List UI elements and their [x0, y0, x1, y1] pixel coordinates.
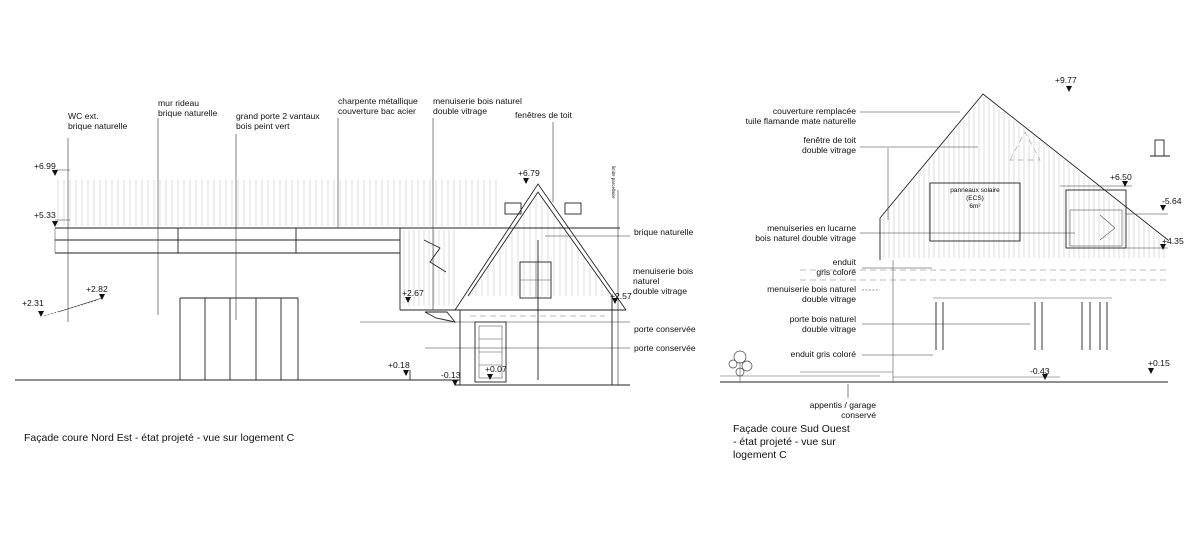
level-435: +4.35 — [1162, 236, 1184, 246]
level-699: +6.99 — [34, 161, 56, 171]
level-007: +0.07 — [485, 364, 507, 374]
level-267: +2.67 — [402, 288, 424, 298]
level-564: -5.64 — [1162, 196, 1182, 206]
level-257: +2.57 — [610, 291, 632, 301]
label-fenetres-toit: fenêtres de toit — [515, 110, 572, 120]
level-650: +6.50 — [1110, 172, 1132, 182]
level-977: +9.77 — [1055, 75, 1077, 85]
level-282: +2.82 — [86, 284, 108, 294]
level-m043: -0.43 — [1030, 366, 1050, 376]
label-porte-1: porte conservée — [634, 324, 696, 334]
level-231: +2.31 — [22, 298, 44, 308]
label-enduit-2: enduit gris coloré — [791, 349, 857, 359]
level-533: +5.33 — [34, 210, 56, 220]
label-brique: brique naturelle — [634, 227, 693, 237]
left-gable-hatch — [469, 193, 609, 296]
label-porte-2: porte conservée — [634, 343, 696, 353]
level-015: +0.15 — [1148, 358, 1170, 368]
label-panneaux: panneaux solaire(ECS)6m² — [950, 187, 1000, 210]
level-679: +6.79 — [518, 168, 540, 178]
large-door-panels — [179, 297, 299, 380]
left-roof-hatch — [57, 180, 497, 226]
level-018: +0.18 — [388, 360, 410, 370]
right-caption: Façade coure Sud Ouest- état projeté - v… — [733, 423, 850, 461]
left-level-markers — [38, 169, 618, 386]
label-limite: limite parcellaire — [611, 166, 616, 199]
level-m013: -0.13 — [441, 370, 461, 380]
left-caption: Façade coure Nord Est - état projeté - v… — [24, 432, 295, 444]
label-wc: WC ext.brique naturelle — [68, 111, 127, 131]
shrub — [728, 350, 753, 382]
right-level-markers — [1042, 86, 1166, 380]
